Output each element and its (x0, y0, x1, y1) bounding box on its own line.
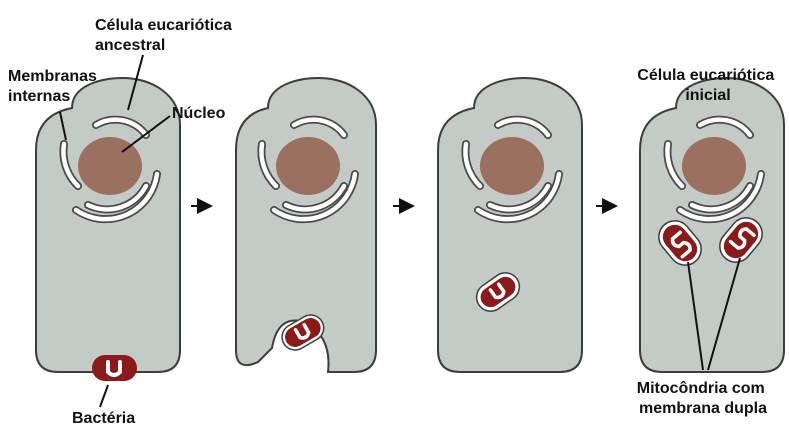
label-nucleus: Núcleo (172, 105, 226, 122)
cell-internalized (438, 78, 582, 372)
label-ancestral-cell: Célula eucariótica ancestral (95, 17, 236, 54)
nucleus (78, 137, 142, 195)
label-mitochondria: Mitocôndria com membrana dupla (637, 380, 769, 417)
cell-ancestral (36, 78, 180, 372)
nucleus (276, 137, 340, 195)
cell-engulfing (236, 78, 376, 372)
nucleus (682, 137, 746, 195)
nucleus (480, 137, 544, 195)
leader-bacterium (100, 385, 108, 407)
cell-early-eukaryotic (640, 78, 784, 372)
label-bacterium: Bactéria (72, 410, 135, 425)
bacterium-free (92, 355, 137, 381)
